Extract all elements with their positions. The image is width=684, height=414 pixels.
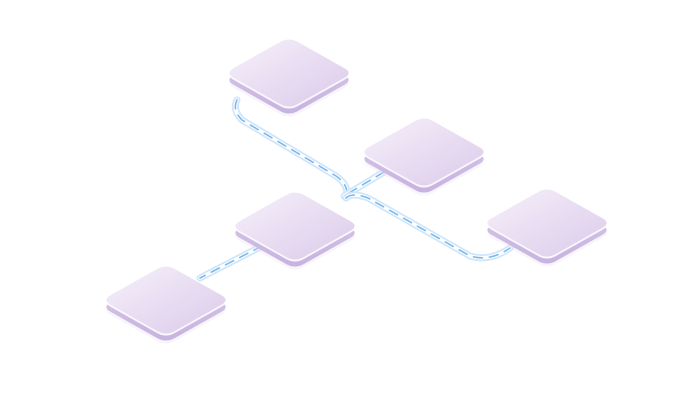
node-center-tile	[235, 192, 355, 270]
connectors-layer	[196, 96, 514, 282]
node-top-tile	[229, 39, 349, 117]
connector-node-center-to-node-bottom-left	[196, 242, 266, 282]
tiles-layer	[106, 39, 607, 344]
node-upper-right-tile	[364, 118, 484, 196]
connector-node-center-to-node-right	[342, 191, 514, 262]
node-right-tile	[487, 189, 607, 267]
node-bottom-left-tile	[106, 266, 226, 344]
